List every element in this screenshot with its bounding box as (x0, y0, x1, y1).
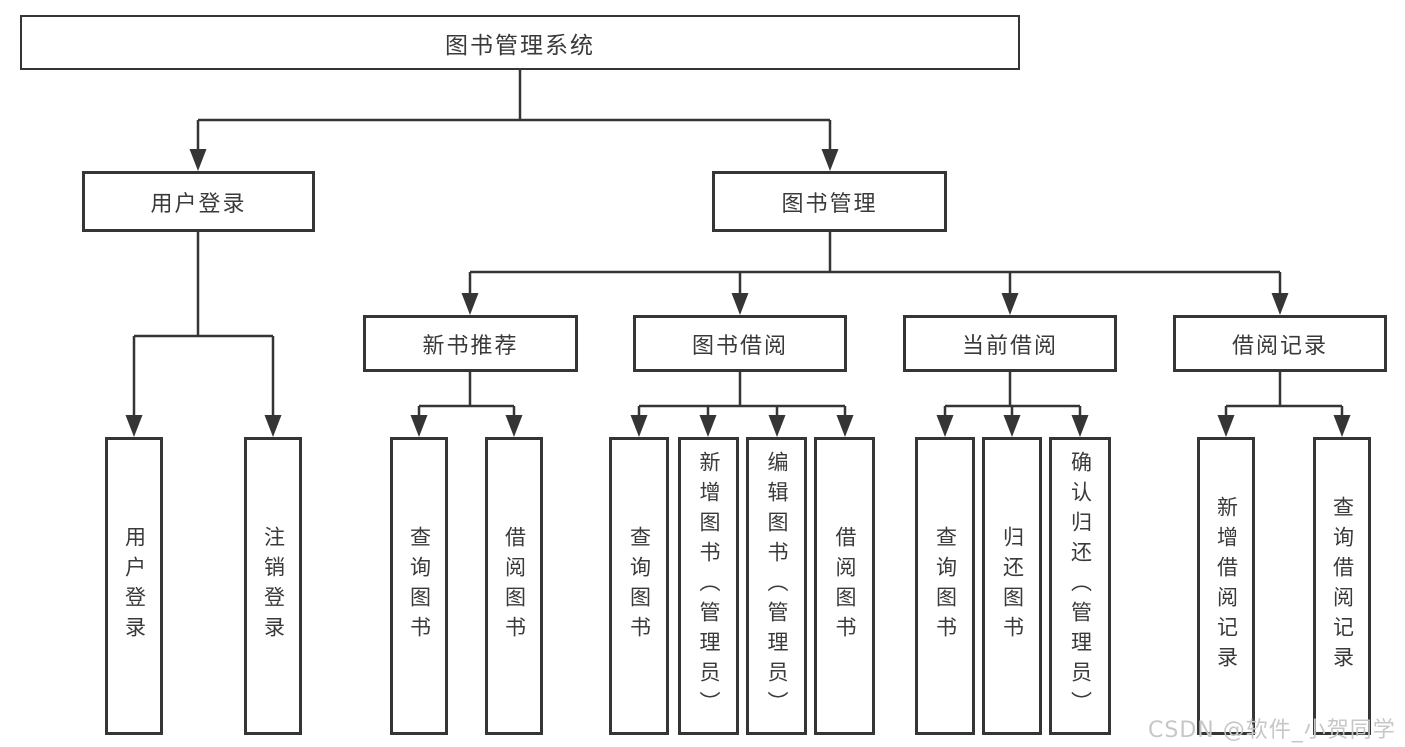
connector-bookmgmt-to-level3 (461, 232, 1289, 315)
leaf-add-books-admin-label: 新增图书（管理员） (697, 451, 721, 721)
connector-borrowing-to-leaves (630, 372, 854, 437)
connector-current-to-leaves (936, 372, 1089, 437)
node-book-borrowing-label: 图书借阅 (691, 333, 788, 359)
leaf-confirm-return-admin: 确认归还（管理员） (1049, 437, 1111, 735)
connector-root-to-level2 (189, 70, 839, 171)
connector-userlogin-to-leaves (125, 232, 282, 437)
leaf-query-borrow-record: 查询借阅记录 (1313, 437, 1371, 735)
leaf-borrow-books-label: 借阅图书 (833, 526, 857, 646)
leaf-borrow-books-recommend: 借阅图书 (485, 437, 543, 735)
leaf-query-books-current-label: 查询图书 (933, 526, 958, 646)
watermark: CSDN @软件_小贺同学 (1148, 718, 1396, 743)
connector-newbooks-to-leaves (410, 372, 523, 437)
node-root-label: 图书管理系统 (445, 32, 595, 59)
node-book-borrowing: 图书借阅 (633, 315, 847, 372)
leaf-confirm-return-admin-label: 确认归还（管理员） (1068, 451, 1093, 721)
node-borrowing-records: 借阅记录 (1173, 315, 1387, 372)
node-current-borrowing-label: 当前借阅 (961, 333, 1058, 359)
leaf-edit-books-admin: 编辑图书（管理员） (746, 437, 807, 735)
node-borrowing-records-label: 借阅记录 (1231, 333, 1328, 359)
leaf-user-login-label: 用户登录 (122, 526, 147, 646)
leaf-add-books-admin: 新增图书（管理员） (678, 437, 739, 735)
leaf-return-books: 归还图书 (982, 437, 1042, 735)
leaf-query-books-recommend: 查询图书 (390, 437, 448, 735)
node-current-borrowing: 当前借阅 (903, 315, 1117, 372)
leaf-query-books-current: 查询图书 (915, 437, 975, 735)
leaf-logout-label: 注销登录 (261, 526, 286, 646)
node-root: 图书管理系统 (20, 15, 1020, 70)
connector-records-to-leaves (1217, 372, 1351, 437)
node-book-management-label: 图书管理 (781, 191, 878, 217)
leaf-borrow-books-recommend-label: 借阅图书 (502, 526, 527, 646)
leaf-borrow-books: 借阅图书 (814, 437, 875, 735)
leaf-edit-books-admin-label: 编辑图书（管理员） (765, 451, 789, 721)
leaf-return-books-label: 归还图书 (1000, 526, 1025, 646)
leaf-query-books-recommend-label: 查询图书 (407, 526, 432, 646)
node-new-book-recommend-label: 新书推荐 (422, 333, 519, 359)
leaf-query-books-borrowing-label: 查询图书 (627, 526, 652, 646)
leaf-logout: 注销登录 (244, 437, 302, 735)
leaf-query-books-borrowing: 查询图书 (609, 437, 669, 735)
node-new-book-recommend: 新书推荐 (363, 315, 578, 372)
node-book-management: 图书管理 (712, 171, 947, 232)
node-user-login: 用户登录 (82, 171, 315, 232)
leaf-add-borrow-record: 新增借阅记录 (1197, 437, 1255, 735)
leaf-user-login: 用户登录 (105, 437, 163, 735)
leaf-add-borrow-record-label: 新增借阅记录 (1214, 496, 1239, 676)
leaf-query-borrow-record-label: 查询借阅记录 (1330, 496, 1355, 676)
node-user-login-label: 用户登录 (150, 191, 247, 217)
